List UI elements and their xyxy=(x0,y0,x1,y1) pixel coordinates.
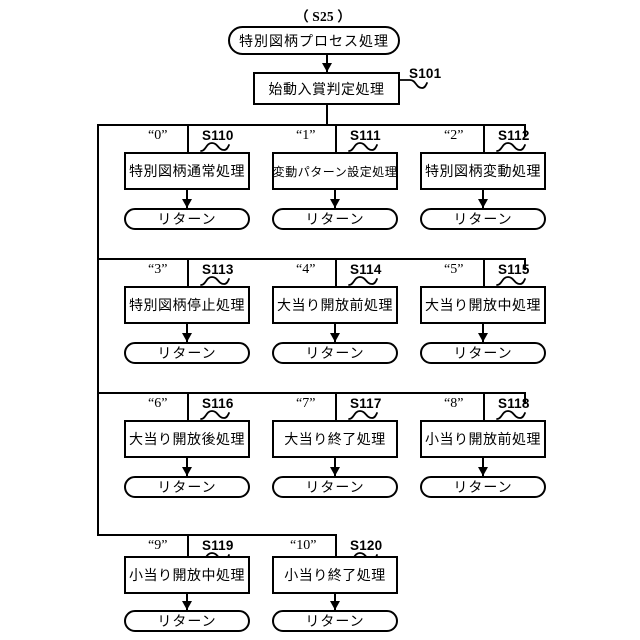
branch-bus-row-3-right-end xyxy=(524,392,526,404)
process-box-row-2-b2: 大当り開放前処理 xyxy=(272,286,398,324)
process-box-row-1-b2: 変動パターン設定処理 xyxy=(272,152,398,190)
start-terminal: 特別図柄プロセス処理 xyxy=(228,26,400,55)
branch-value-row-4-b2: “10” xyxy=(290,538,317,553)
step-label-row-4-b2: S120 xyxy=(350,538,383,553)
return-terminal-row-3-b2: リターン xyxy=(272,476,398,498)
return-terminal-row-2-b1: リターン xyxy=(124,342,250,364)
branch-drop-row-3-b1 xyxy=(187,392,189,420)
return-terminal-row-4-b1: リターン xyxy=(124,610,250,632)
process-box-row-3-b3: 小当り開放前処理 xyxy=(420,420,546,458)
branch-bus-row-3 xyxy=(97,392,526,394)
branch-value-row-1-b1: “0” xyxy=(148,128,168,143)
arrow-row-1-b2 xyxy=(330,199,340,208)
branch-value-row-1-b3: “2” xyxy=(444,128,464,143)
branch-drop-row-2-b2 xyxy=(335,258,337,286)
branch-drop-row-1-b2 xyxy=(335,124,337,152)
branch-bus-row-4 xyxy=(97,534,337,536)
return-terminal-row-1-b2: リターン xyxy=(272,208,398,230)
process-s101: 始動入賞判定処理 xyxy=(253,72,400,105)
process-box-row-1-b1: 特別図柄通常処理 xyxy=(124,152,250,190)
process-box-row-4-b2: 小当り終了処理 xyxy=(272,556,398,594)
step-label-row-3-b1: S116 xyxy=(202,396,234,411)
spine-left-vertical xyxy=(97,124,99,534)
return-terminal-row-3-b3: リターン xyxy=(420,476,546,498)
branch-value-row-3-b1: “6” xyxy=(148,396,168,411)
branch-bus-row-2-right-end xyxy=(524,258,526,270)
process-box-row-3-b2: 大当り終了処理 xyxy=(272,420,398,458)
arrow-row-3-b2 xyxy=(330,467,340,476)
process-box-row-1-b3: 特別図柄変動処理 xyxy=(420,152,546,190)
step-label-s101: S101 xyxy=(409,66,442,81)
branch-drop-row-3-b2 xyxy=(335,392,337,420)
step-label-row-2-b1: S113 xyxy=(202,262,234,277)
step-label-row-3-b2: S117 xyxy=(350,396,382,411)
branch-value-row-2-b3: “5” xyxy=(444,262,464,277)
connector-s101-to-bus1 xyxy=(326,105,328,125)
return-terminal-row-3-b1: リターン xyxy=(124,476,250,498)
branch-bus-row-1-right-end xyxy=(524,124,526,136)
branch-drop-row-3-b3 xyxy=(483,392,485,420)
return-terminal-row-2-b2: リターン xyxy=(272,342,398,364)
process-box-row-3-b1: 大当り開放後処理 xyxy=(124,420,250,458)
arrow-start-to-s101 xyxy=(322,63,332,72)
branch-bus-row-2 xyxy=(97,258,526,260)
return-terminal-row-1-b3: リターン xyxy=(420,208,546,230)
branch-drop-row-2-b3 xyxy=(483,258,485,286)
arrow-row-1-b1 xyxy=(182,199,192,208)
return-terminal-row-1-b1: リターン xyxy=(124,208,250,230)
branch-bus-row-1 xyxy=(97,124,526,126)
step-label-row-2-b3: S115 xyxy=(498,262,530,277)
arrow-row-2-b2 xyxy=(330,333,340,342)
step-label-row-1-b1: S110 xyxy=(202,128,234,143)
arrow-row-4-b2 xyxy=(330,601,340,610)
branch-value-row-2-b2: “4” xyxy=(296,262,316,277)
arrow-row-1-b3 xyxy=(478,199,488,208)
step-label-row-1-b2: S111 xyxy=(350,128,381,143)
process-box-row-4-b1: 小当り開放中処理 xyxy=(124,556,250,594)
arrow-row-4-b1 xyxy=(182,601,192,610)
branch-drop-row-4-b1 xyxy=(187,534,189,556)
branch-drop-row-1-b1 xyxy=(187,124,189,152)
branch-drop-row-2-b1 xyxy=(187,258,189,286)
figure-top-reference: （ S25 ） xyxy=(295,9,352,24)
return-terminal-row-4-b2: リターン xyxy=(272,610,398,632)
branch-value-row-3-b3: “8” xyxy=(444,396,464,411)
process-box-row-2-b3: 大当り開放中処理 xyxy=(420,286,546,324)
arrow-row-3-b1 xyxy=(182,467,192,476)
branch-value-row-1-b2: “1” xyxy=(296,128,316,143)
process-box-row-2-b1: 特別図柄停止処理 xyxy=(124,286,250,324)
branch-drop-row-4-b2 xyxy=(335,534,337,556)
arrow-row-2-b1 xyxy=(182,333,192,342)
branch-value-row-3-b2: “7” xyxy=(296,396,316,411)
step-label-row-2-b2: S114 xyxy=(350,262,382,277)
arrow-row-2-b3 xyxy=(478,333,488,342)
branch-value-row-2-b1: “3” xyxy=(148,262,168,277)
arrow-row-3-b3 xyxy=(478,467,488,476)
branch-value-row-4-b1: “9” xyxy=(148,538,168,553)
step-label-row-4-b1: S119 xyxy=(202,538,234,553)
step-label-row-3-b3: S118 xyxy=(498,396,530,411)
return-terminal-row-2-b3: リターン xyxy=(420,342,546,364)
step-label-row-1-b3: S112 xyxy=(498,128,530,143)
branch-drop-row-1-b3 xyxy=(483,124,485,152)
